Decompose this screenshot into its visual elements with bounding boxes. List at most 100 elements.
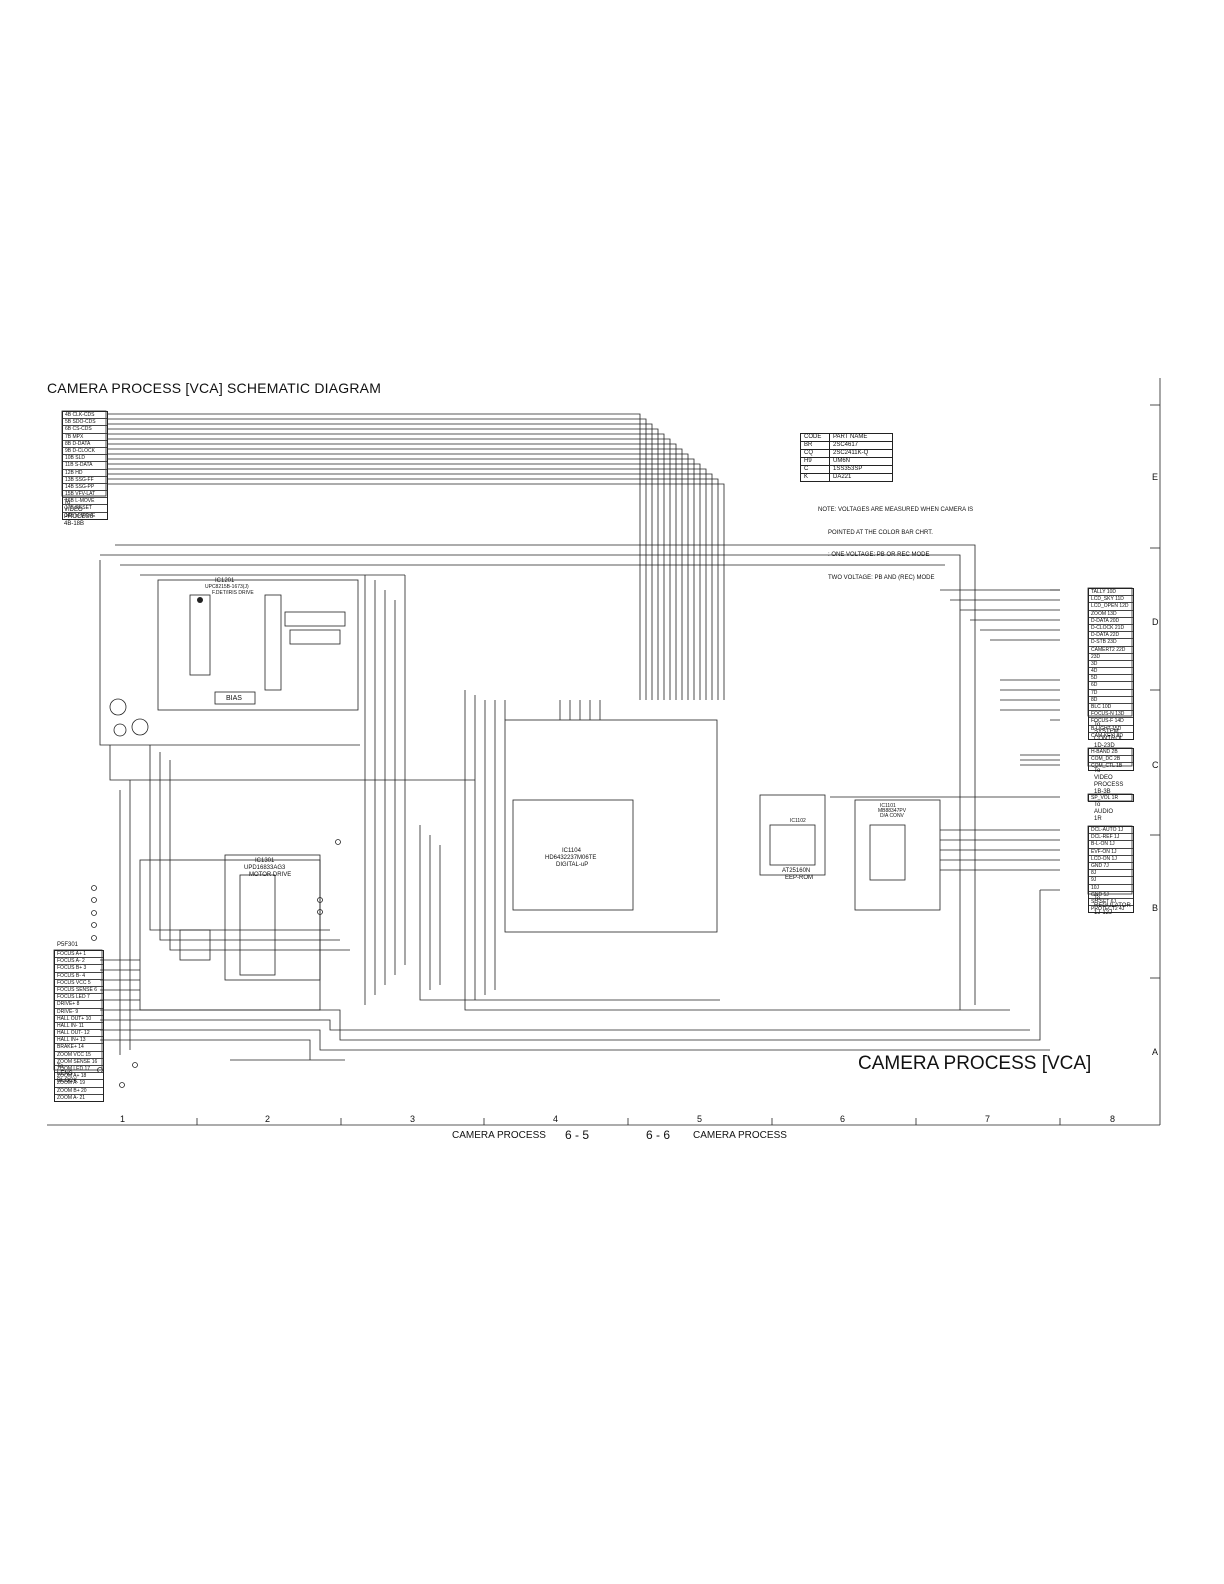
connector-pin: D-CLOCK 21D <box>1089 625 1133 633</box>
row-letter-e: E <box>1152 472 1159 482</box>
note-line: TWO VOLTAGE: PB AND (REC) MODE <box>828 574 935 581</box>
code-cell: BR <box>800 441 830 450</box>
row-letter-d: D <box>1152 617 1159 627</box>
connector-pin: 9B D-CLOCK <box>63 448 107 456</box>
to-lens-block-label: To LENS BLOCK <box>57 1064 78 1084</box>
ic1301-desc: MOTOR DRIVE <box>249 872 292 878</box>
ic1201-part: UPC8215B-1673(J) <box>205 584 249 590</box>
connector-pin: LCD-ON 1J <box>1089 856 1133 863</box>
part-cell: 2SC4617 <box>829 441 893 450</box>
connector-pin: FOCUS A- 2 <box>55 958 103 966</box>
connector-pin: FOCUS B+ 3 <box>55 965 103 973</box>
code-cell: CQ <box>800 449 830 458</box>
connector-pin: SP_VOL 1R <box>1091 795 1119 801</box>
code-table-header: CODE PART NAME <box>800 433 893 442</box>
col-number-3: 3 <box>410 1114 416 1124</box>
code-cell: C <box>800 465 830 474</box>
row-letter-c: C <box>1152 760 1159 770</box>
connector-pin: HALL IN+ 13 <box>55 1037 103 1045</box>
connector-pin: 16B L-MOVE <box>63 498 107 506</box>
connector-pin: D-DATA 22D <box>1089 632 1133 640</box>
connector-pin: 6B CS-CDS <box>63 426 107 434</box>
connector-pin: ZOOM SENSE 16 <box>55 1059 103 1066</box>
connector-pin: ZOOM LED 17 <box>55 1066 103 1074</box>
row-letter-a: A <box>1152 1047 1159 1057</box>
ic1201-ref: IC1201 <box>215 578 235 584</box>
ic1104-desc: DIGITAL-uP <box>556 862 589 868</box>
page-title: CAMERA PROCESS [VCA] SCHEMATIC DIAGRAM <box>47 380 382 396</box>
connector-pin: LCD_SKY 11D <box>1089 596 1133 604</box>
connector-pin: ZOOM A- 21 <box>57 1094 86 1101</box>
connector-pin: 8B D-DATA <box>63 441 107 448</box>
connector-pin: ZOOM A+ 18 <box>55 1073 103 1081</box>
ic1201-desc: F.DET/IRIS DRIVE <box>212 590 254 596</box>
connector-pin: CAM-KEYI 8D <box>1091 732 1123 739</box>
connector-pin: H-BAND 2B <box>1089 749 1133 757</box>
ic1102-part: AT25160N <box>782 868 811 874</box>
connector-pin: BLC 10D <box>1089 704 1133 712</box>
col-number-2: 2 <box>265 1114 271 1124</box>
connector-pin: 3D <box>1089 661 1133 669</box>
connector-pin: FOCUS LED 7 <box>55 994 103 1002</box>
col-number-7: 7 <box>985 1114 991 1124</box>
connector-pin: ZOOM 13D <box>1089 611 1133 618</box>
connector-pin: 7D <box>1089 690 1133 697</box>
connector-pin: FOCUS B- 4 <box>55 973 103 980</box>
connector-pin: ZOOM VCC 15 <box>55 1052 103 1059</box>
part-cell: 1SS353SP <box>829 465 893 474</box>
ic1201-label: IC1201 <box>215 578 234 585</box>
connector-pin: 10B SLD <box>63 455 107 463</box>
connector-pin: 11B S-DATA <box>63 462 107 470</box>
connector-pin: COM_CTL 1B <box>1091 763 1123 770</box>
connector-pin: CAMERT2 22D <box>1089 647 1133 654</box>
lens-connector-ref: P5F301 <box>57 942 79 948</box>
connector-pin: 13B SSG-FF <box>63 477 107 484</box>
connector-pin: 9J <box>1089 877 1133 885</box>
connector-pin: DRIVE+ 8 <box>55 1001 103 1009</box>
col-number-1: 1 <box>120 1114 126 1124</box>
connector-pin: HALL IN- 11 <box>55 1023 103 1031</box>
connector-pin: GND 7J <box>1089 863 1133 871</box>
connector-pin: 23D <box>1089 654 1133 661</box>
connector-pin: HALL OUT+ 10 <box>55 1016 103 1023</box>
connector-pin: PROTECT2 4J <box>1091 906 1125 913</box>
connector-pin: 12B HD <box>63 470 107 477</box>
connector-pin: FOCUS SENSE 6 <box>55 987 103 995</box>
to-audio-label: To AUDIO 1R <box>1094 802 1114 822</box>
connector-pin: 8J <box>1089 870 1133 878</box>
connector-pin: SH-SET 6J <box>1089 899 1133 907</box>
ic1102-ref: IC1102 <box>790 818 806 824</box>
ic1101-ref: IC1101 <box>880 803 896 809</box>
connector-pin: BRAKE+ 14 <box>55 1044 103 1052</box>
bias-block: BIAS <box>226 695 242 702</box>
connector-pin: FOCUS-N 13D <box>1089 711 1133 719</box>
col-number-5: 5 <box>697 1114 703 1124</box>
part-cell: UM6N <box>829 457 893 466</box>
part-name-header: PART NAME <box>829 433 893 442</box>
connector-pin: B-L-ON 1J <box>1089 841 1133 849</box>
note-line: : ONE VOLTAGE: PB OR REC MODE <box>828 552 930 558</box>
to-video-process-mid-label: To VIDEO PROCESS 1B-3B <box>1094 768 1124 795</box>
code-cell: H9 <box>800 457 830 466</box>
connector-pin: DCL-REF 1J <box>1089 834 1133 842</box>
connector-audio: SP_VOL 1R <box>1088 794 1134 803</box>
connector-pin: EVF-ON 1J <box>1089 849 1133 856</box>
connector-pin: ZOOM B+ 20 <box>55 1088 103 1095</box>
note-line: POINTED AT THE COLOR BAR CHRT. <box>828 529 933 536</box>
connector-pin: TALLY 10D <box>1089 589 1133 597</box>
note-line: NOTE: VOLTAGES ARE MEASURED WHEN CAMERA … <box>818 507 974 513</box>
to-video-process-label: To VIDEO PROCESS 4B-18B <box>64 500 94 527</box>
connector-pin: 4B CLK-CDS <box>63 412 107 420</box>
ic1301-ref: IC1301 <box>255 858 275 864</box>
ic1101-part: MB88347PV <box>878 808 907 814</box>
connector-pin: FOCUS-F 14D <box>1089 718 1133 726</box>
connector-pin: LCD_OPEN 12D <box>1089 603 1133 611</box>
